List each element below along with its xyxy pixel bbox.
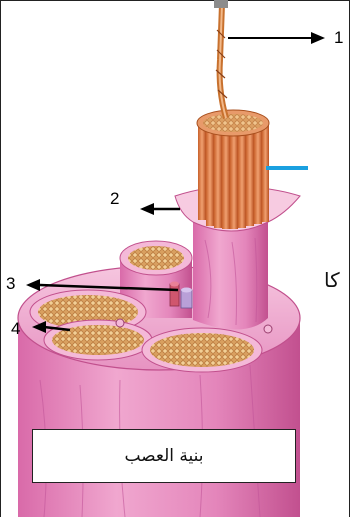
- label-2: 2: [110, 190, 119, 207]
- label-1: 1: [334, 29, 343, 46]
- label-4: 4: [11, 320, 20, 337]
- single-axon: [214, 0, 228, 118]
- caption-box: بنية العصب: [32, 429, 296, 483]
- arrow-1: [228, 32, 325, 44]
- fascicle-front-left: [44, 320, 152, 360]
- stray-text: كا: [324, 268, 340, 292]
- caption-text: بنية العصب: [124, 446, 203, 466]
- fascicle-front-right: [142, 328, 262, 372]
- nerve-fiber-bundle: [197, 110, 269, 229]
- label-3: 3: [6, 275, 15, 292]
- arrow-2: [140, 203, 180, 215]
